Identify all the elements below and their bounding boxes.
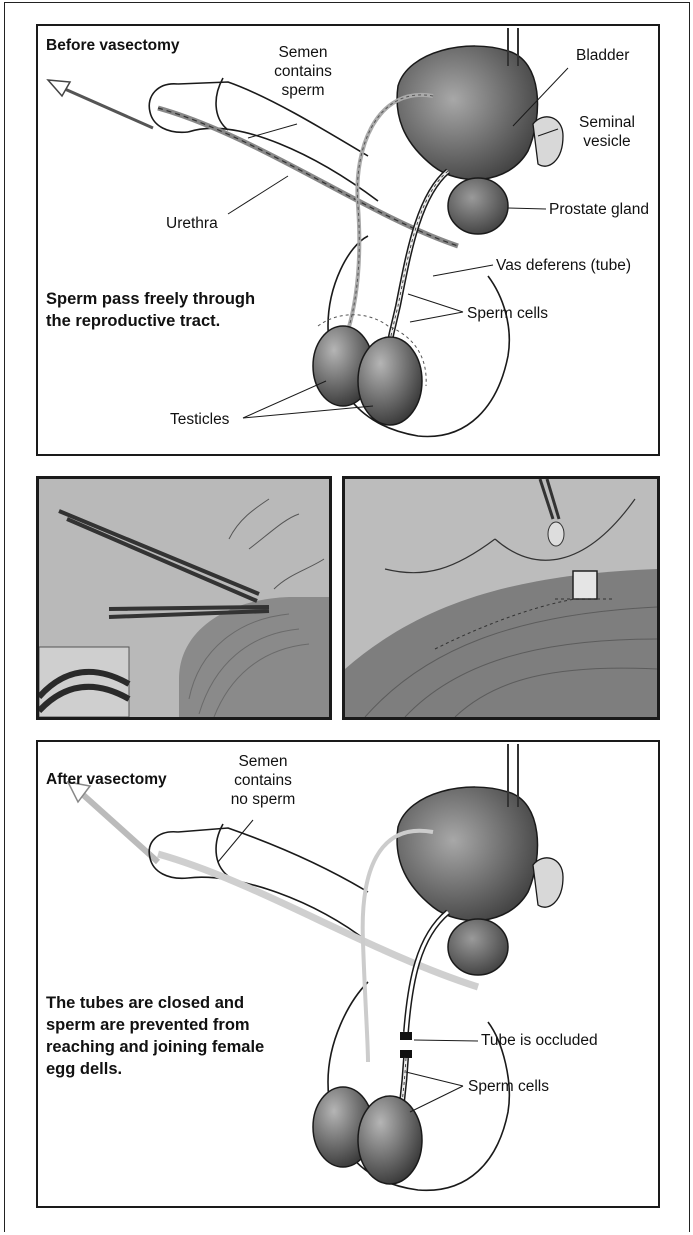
label-sperm-cells: Sperm cells [468, 1077, 549, 1096]
before-caption: Sperm pass freely through the reproducti… [46, 288, 255, 332]
label-tube-occluded: Tube is occluded [481, 1031, 598, 1050]
after-caption: The tubes are closed and sperm are preve… [46, 992, 264, 1080]
before-vasectomy-panel: Before vasectomy Semen contains sperm Bl… [36, 24, 660, 456]
after-vasectomy-panel: After vasectomy Semen contains no sperm … [36, 740, 660, 1208]
testicles [313, 1087, 422, 1184]
surgery-photo-right [342, 476, 660, 720]
label-semen: Semen contains sperm [258, 43, 348, 100]
after-anatomy-diagram [38, 742, 658, 1206]
prostate-gland [448, 919, 508, 975]
after-title: After vasectomy [46, 770, 167, 789]
bladder [397, 28, 537, 180]
label-vas-deferens: Vas deferens (tube) [496, 256, 631, 275]
label-seminal-vesicle: Seminal vesicle [572, 113, 642, 151]
label-urethra: Urethra [166, 214, 218, 233]
testicles [313, 315, 426, 425]
vas-clamp-illustration [39, 479, 329, 717]
label-sperm-cells: Sperm cells [467, 304, 548, 323]
before-title: Before vasectomy [46, 36, 180, 55]
urethra-flow-arrow [48, 80, 153, 128]
label-bladder: Bladder [576, 46, 629, 65]
seminal-vesicle [533, 117, 563, 166]
surgery-photo-left [36, 476, 332, 720]
prostate-gland [448, 178, 508, 234]
vas-ligation-illustration [345, 479, 657, 717]
label-prostate-gland: Prostate gland [549, 200, 649, 219]
urethra-flow-arrow [68, 782, 158, 862]
label-testicles: Testicles [170, 410, 229, 429]
before-anatomy-diagram [38, 26, 658, 454]
label-semen-no-sperm: Semen contains no sperm [218, 752, 308, 809]
seminal-vesicle [533, 858, 563, 907]
